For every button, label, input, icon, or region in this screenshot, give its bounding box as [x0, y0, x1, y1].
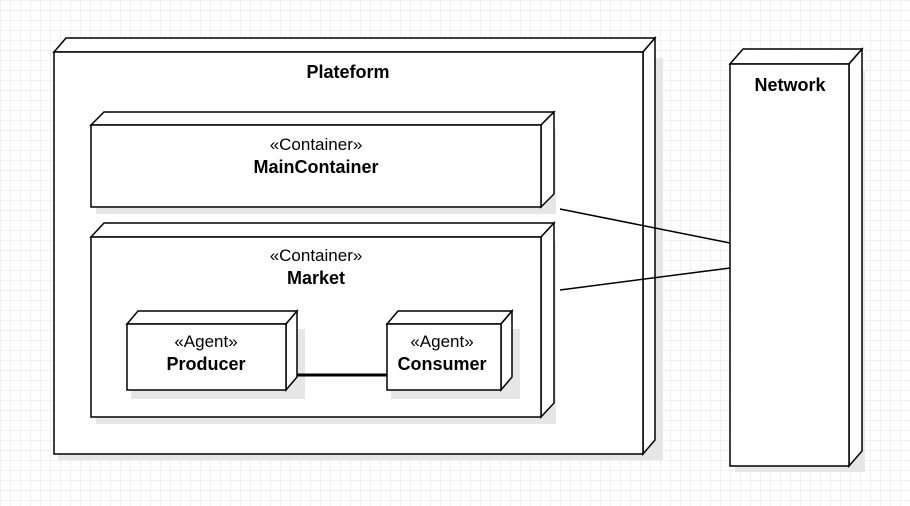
consumer-top-face	[385, 310, 514, 325]
main-container-network-link[interactable]	[559, 208, 731, 244]
producer-top-face	[125, 310, 299, 325]
market-title: Market	[287, 268, 345, 288]
plateform-top-face	[52, 37, 657, 53]
main-container-top-face	[89, 111, 556, 126]
consumer-node[interactable]: «Agent» Consumer	[385, 308, 520, 399]
main-container-front-face	[90, 124, 542, 208]
producer-side-face	[285, 308, 298, 393]
producer-stereotype: «Agent»	[174, 332, 237, 351]
producer-title: Producer	[166, 354, 245, 374]
main-container-side-face	[540, 110, 555, 209]
market-top-face	[89, 222, 556, 238]
network-front-face	[729, 63, 850, 467]
main-container-title: MainContainer	[253, 157, 378, 177]
market-stereotype: «Container»	[270, 246, 363, 265]
plateform-title: Plateform	[306, 62, 389, 82]
network-side-face	[848, 46, 863, 469]
network-node[interactable]: Network	[728, 46, 865, 472]
consumer-front-face	[386, 323, 502, 391]
network-title: Network	[754, 75, 826, 95]
producer-front-face	[126, 323, 287, 391]
consumer-side-face	[500, 308, 513, 393]
network-top-face	[728, 48, 864, 65]
producer-node[interactable]: «Agent» Producer	[125, 308, 305, 399]
main-container-stereotype: «Container»	[270, 135, 363, 154]
consumer-stereotype: «Agent»	[410, 332, 473, 351]
consumer-title: Consumer	[397, 354, 486, 374]
main-container-node[interactable]: «Container» MainContainer	[89, 110, 556, 214]
market-side-face	[540, 221, 555, 419]
plateform-side-face	[642, 35, 656, 457]
market-network-link[interactable]	[559, 267, 731, 291]
